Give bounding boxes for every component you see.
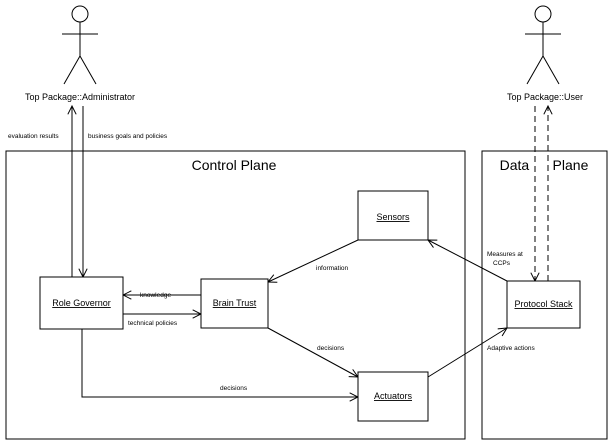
edge-adaptive-actions: [427, 328, 507, 378]
label-technical-policies: technical policies: [128, 320, 178, 327]
sensors-label: Sensors: [376, 212, 410, 222]
label-adaptive-actions: Adaptive actions: [487, 345, 535, 352]
control-plane-title: Control Plane: [192, 157, 277, 173]
label-decisions-brain: decisions: [317, 345, 345, 352]
label-knowledge: knowledge: [140, 292, 171, 299]
label-measures-line1: Measures at: [487, 251, 523, 258]
edge-information: [268, 239, 359, 282]
label-measures-line2: CCPs: [493, 260, 511, 267]
protocol-stack-box: Protocol Stack: [506, 280, 581, 329]
administrator-actor: Top Package::Administrator: [25, 5, 135, 102]
edge-decisions-brain: [267, 327, 358, 377]
edge-decisions-role: [81, 329, 358, 397]
edge-measures: [428, 240, 508, 282]
actuators-label: Actuators: [374, 391, 413, 401]
protocol-stack-label: Protocol Stack: [514, 299, 573, 309]
label-information: information: [316, 265, 349, 272]
label-evaluation-results: evaluation results: [8, 133, 59, 140]
role-governor-label: Role Governor: [52, 298, 111, 308]
user-label: Top Package::User: [507, 92, 583, 102]
brain-trust-box: Brain Trust: [200, 278, 269, 329]
brain-trust-label: Brain Trust: [213, 298, 257, 308]
label-business-goals: business goals and policies: [88, 133, 168, 140]
administrator-label: Top Package::Administrator: [25, 92, 135, 102]
sensors-box: Sensors: [357, 190, 429, 241]
role-governor-box: Role Governor: [39, 276, 124, 330]
label-decisions-role: decisions: [220, 385, 248, 392]
user-actor: Top Package::User: [507, 5, 583, 102]
user-head: [534, 5, 552, 23]
data-plane-title: Data Plane: [500, 157, 589, 173]
administrator-head: [71, 5, 89, 23]
actuators-box: Actuators: [357, 371, 429, 422]
